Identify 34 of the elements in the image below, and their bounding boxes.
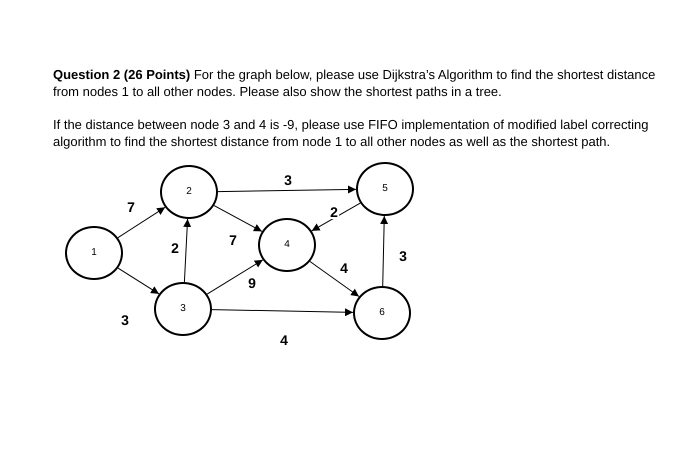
node-circle (160, 165, 218, 219)
arrow (214, 205, 262, 232)
arrow (212, 308, 354, 316)
edge-label: 3 (398, 249, 408, 263)
node-label: 3 (180, 304, 186, 314)
arrow (206, 259, 264, 295)
node-circle (65, 226, 123, 280)
edge-label: 4 (279, 333, 289, 347)
node-label: 4 (284, 240, 290, 250)
edge-label: 2 (329, 205, 339, 219)
node-label: 2 (186, 187, 192, 197)
node-label: 5 (382, 184, 388, 194)
edge-label: 3 (283, 173, 293, 187)
arrow (183, 218, 192, 282)
edge-label: 7 (126, 200, 136, 214)
node-circle (356, 162, 414, 216)
arrow (380, 216, 388, 286)
arrow (218, 186, 356, 194)
arrow (117, 206, 166, 238)
edge-label: 9 (247, 276, 257, 290)
edge-label: 4 (339, 261, 349, 275)
question-text: If the distance between node 3 and 4 is -9, please use FIFO implementation of modified label correcting algorithm to find the shortest distance from node 1 to all other nodes as well as the shortest path. (53, 116, 650, 150)
node-circle (154, 282, 212, 336)
node-label: 1 (91, 248, 97, 258)
arrow (310, 261, 360, 297)
edge-label: 7 (228, 233, 238, 247)
node-circle (258, 218, 316, 272)
question-text: Question 2 (26 Points) For the graph below, please use Dijkstra’s Algorithm to find the shortest distance from nodes 1 to all other nodes. Please also show the shortest paths in a tree. (53, 66, 656, 100)
arrow (118, 268, 160, 294)
edge-label: 3 (120, 313, 130, 327)
edge-label: 2 (170, 241, 180, 255)
arrow (311, 202, 361, 232)
node-label: 6 (379, 308, 385, 318)
node-circle (353, 286, 411, 340)
